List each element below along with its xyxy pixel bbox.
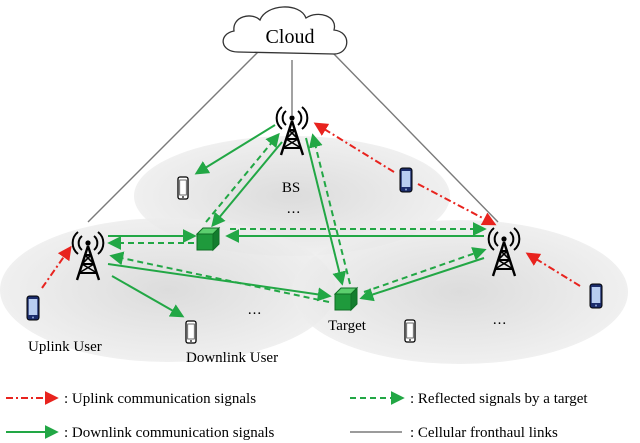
- ellipsis-top: ...: [287, 201, 301, 217]
- cell-area-bs-right: [292, 220, 628, 364]
- reflected-target-2-to-bs-top: [205, 132, 280, 223]
- downlink-bs-left-to-user-2: [111, 275, 185, 318]
- uplink-user-2-to-bs-right: [417, 183, 497, 226]
- uplink-user-phone-1-icon: [26, 295, 40, 321]
- uplink-signals: [41, 122, 581, 289]
- cloud: Cloud: [222, 6, 348, 55]
- uplink-user-3-to-bs-right: [525, 252, 581, 287]
- uplink-user-label: Uplink User: [28, 339, 102, 355]
- downlink-bs-top-to-target-2: [211, 141, 283, 228]
- target-cube-2-icon: [334, 287, 358, 311]
- target-label: Target: [328, 318, 367, 334]
- uplink-user-2-to-bs-top: [313, 122, 395, 173]
- reflected-signals: [107, 132, 487, 303]
- legend-uplink-label: : Uplink communication signals: [64, 391, 256, 407]
- legend: : Uplink communication signals : Reflect…: [6, 391, 588, 441]
- downlink-user-label: Downlink User: [186, 350, 278, 366]
- fronthaul-links: [87, 51, 499, 223]
- fronthaul-link-right: [331, 51, 499, 223]
- legend-downlink-label: : Downlink communication signals: [64, 425, 275, 441]
- bs-label: BS: [282, 180, 300, 196]
- ellipsis-right: ...: [493, 312, 507, 328]
- downlink-bs-right-to-target-1: [359, 257, 485, 302]
- downlink-signals: [107, 124, 485, 318]
- uplink-user-phone-3-icon: [589, 283, 603, 309]
- cell-area-bs-left: [0, 218, 336, 362]
- uplink-user-1-to-bs-left: [41, 245, 72, 289]
- legend-reflected-label: : Reflected signals by a target: [410, 391, 588, 407]
- fronthaul-link-left: [87, 51, 259, 223]
- reflected-target-1-to-bs-left: [109, 251, 330, 303]
- downlink-user-phone-1-icon: [177, 176, 189, 200]
- reflected-target-1-to-bs-top: [308, 133, 351, 285]
- downlink-user-phone-2-icon: [185, 320, 197, 344]
- target-cube-1-icon: [196, 227, 220, 251]
- downlink-bs-left-to-target-1: [107, 263, 332, 302]
- uplink-user-phone-2-icon: [399, 167, 413, 193]
- cloud-label: Cloud: [266, 26, 315, 48]
- reflected-target-1-to-bs-right: [363, 247, 487, 293]
- legend-fronthaul-label: : Cellular fronthaul links: [410, 425, 558, 441]
- ellipsis-middle: ...: [248, 302, 262, 318]
- cloud-icon: [222, 6, 348, 55]
- downlink-bs-top-to-user-1: [194, 124, 276, 175]
- downlink-user-phone-3-icon: [404, 319, 416, 343]
- downlink-bs-top-to-target-1: [305, 137, 347, 286]
